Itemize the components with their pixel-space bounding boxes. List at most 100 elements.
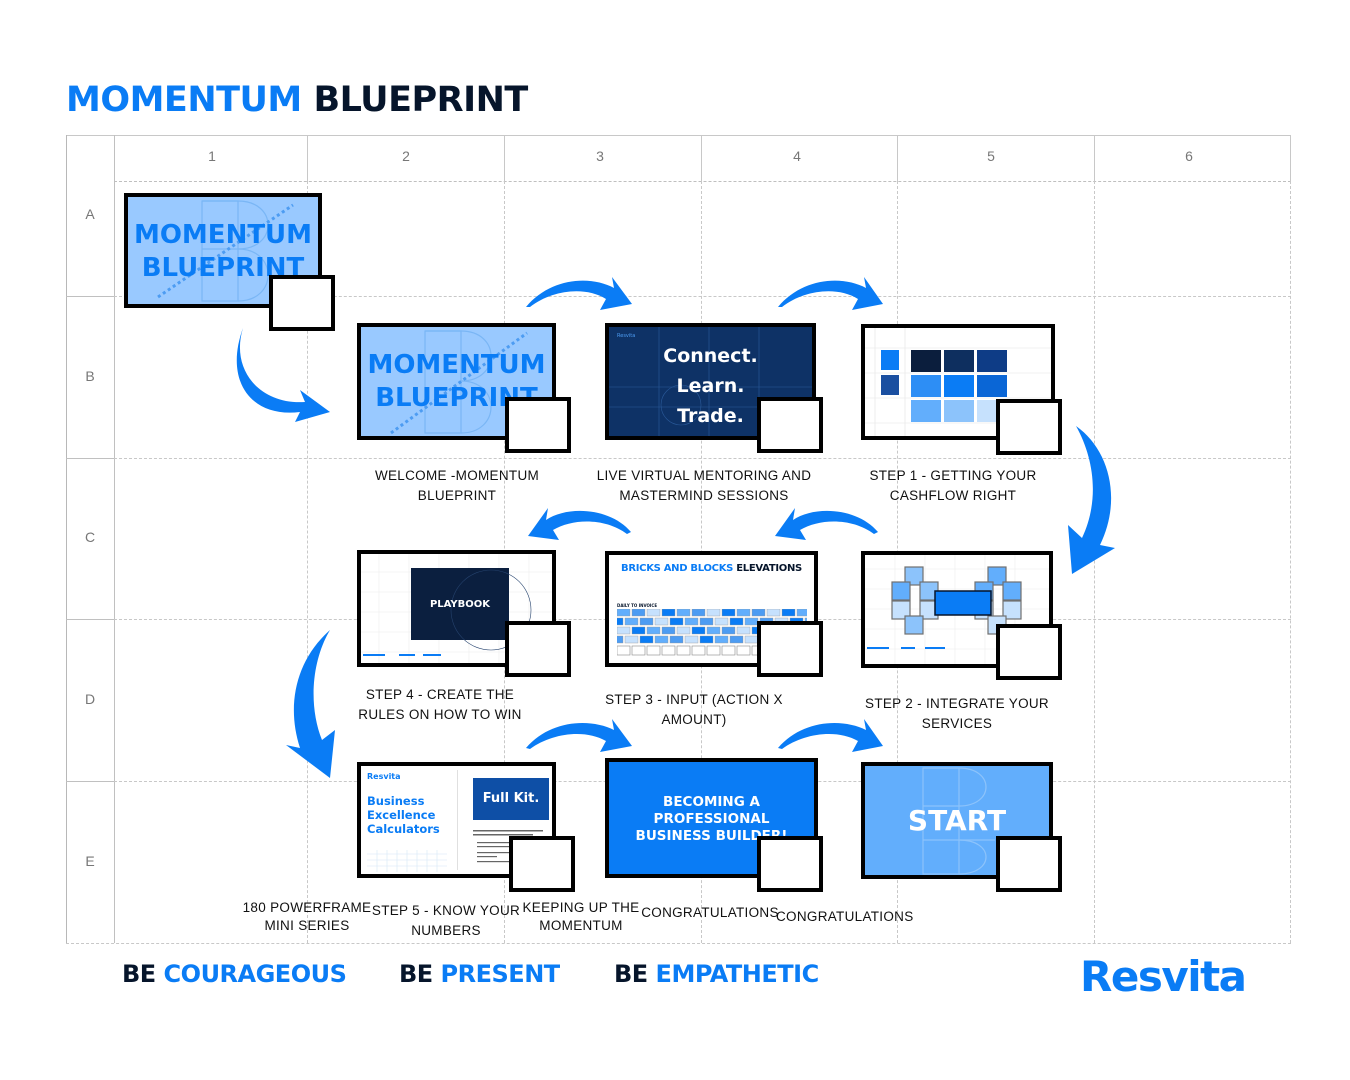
brick [631, 626, 646, 635]
empty-brick [646, 645, 661, 656]
services-diagram [865, 555, 1049, 664]
value-word: PRESENT [440, 960, 561, 988]
checkbox[interactable] [505, 621, 571, 677]
brick [631, 609, 646, 617]
arrow-icon [1068, 426, 1115, 574]
checkbox[interactable] [757, 621, 823, 677]
brand-mark: Resvita [617, 333, 636, 339]
checkbox[interactable] [269, 275, 335, 331]
brick [691, 609, 706, 617]
row-gridline [114, 458, 1291, 459]
empty-brick [661, 645, 676, 656]
arrow-icon [775, 508, 878, 540]
title-blueprint: BLUEPRINT [313, 80, 528, 120]
card-step4[interactable]: PLAYBOOK [357, 550, 556, 667]
calc-line2: Excellence [367, 808, 436, 822]
checkbox[interactable] [509, 836, 575, 892]
row-divider [66, 619, 114, 620]
row-label: E [85, 853, 95, 869]
brick [639, 617, 654, 626]
brick [617, 609, 631, 617]
mini-grid [367, 850, 447, 872]
brick [781, 609, 796, 617]
empty-brick [676, 645, 691, 656]
value-prefix: BE [122, 960, 156, 988]
brick [639, 635, 654, 644]
col-gridline [307, 181, 308, 943]
column-label: 6 [1185, 148, 1193, 164]
row-label: C [84, 529, 96, 545]
card-momentum-blueprint-cover[interactable]: MOMENTUM BLUEPRINT [124, 193, 322, 308]
column-label: 5 [987, 148, 995, 164]
page-title: MOMENTUM BLUEPRINT [66, 78, 528, 122]
brick [796, 609, 807, 617]
row-label: B [85, 368, 95, 384]
start-label: START [907, 804, 1007, 837]
resvita-logo: Resvita [1080, 952, 1247, 1001]
col-divider [897, 135, 898, 181]
brick [729, 635, 744, 644]
calc-line3: Calculators [367, 822, 440, 836]
checkbox[interactable] [996, 836, 1062, 892]
brick [661, 626, 676, 635]
grid-top-border [66, 135, 1291, 136]
checkbox[interactable] [757, 836, 823, 892]
brick [617, 626, 631, 635]
value-empathetic: BE EMPATHETIC [614, 960, 819, 988]
checkbox[interactable] [505, 397, 571, 453]
brick [699, 617, 714, 626]
empty-brick [721, 645, 736, 656]
brick [736, 626, 751, 635]
brick [617, 635, 624, 644]
arrow-icon [528, 508, 631, 540]
value-courageous: BE COURAGEOUS [122, 960, 347, 988]
row-divider [66, 458, 114, 459]
blueprint-r-icon [157, 200, 294, 302]
body-text-lines [473, 830, 543, 863]
column-label: 2 [402, 148, 410, 164]
checkbox[interactable] [996, 624, 1062, 680]
brand-mark: Resvita [367, 772, 401, 781]
brick [721, 626, 736, 635]
row-gridline [114, 296, 1291, 297]
empty-brick [617, 645, 631, 656]
column-label: 4 [793, 148, 801, 164]
caption-congratulations-1: CONGRATULATIONS [641, 905, 779, 920]
brick [669, 635, 684, 644]
value-word: COURAGEOUS [163, 960, 347, 988]
column-label: 3 [596, 148, 604, 164]
builder-line1: BECOMING A [663, 794, 760, 810]
value-prefix: BE [614, 960, 648, 988]
full-kit-badge: Full Kit. [473, 778, 549, 820]
checkbox[interactable] [757, 397, 823, 453]
brick [714, 617, 729, 626]
col-divider [504, 135, 505, 181]
column-label: 1 [208, 148, 216, 164]
empty-brick [691, 645, 706, 656]
playbook-label: PLAYBOOK [429, 599, 491, 610]
col-divider [701, 135, 702, 181]
brick [624, 617, 639, 626]
brick [624, 635, 639, 644]
checkbox[interactable] [996, 399, 1062, 455]
row-label: D [84, 691, 96, 707]
brick [646, 609, 661, 617]
builder-line2: PROFESSIONAL [653, 811, 770, 827]
caption-momentum: KEEPING UP THE MOMENTUM [522, 900, 640, 933]
caption-step2: STEP 2 - INTEGRATE YOUR SERVICES [865, 696, 1049, 731]
arrow-icon [526, 277, 632, 310]
brick [676, 626, 691, 635]
builder-line3: BUSINESS BUILDER! [635, 828, 788, 844]
brick [714, 635, 729, 644]
brick [684, 617, 699, 626]
caption-step1: STEP 1 - GETTING YOUR CASHFLOW RIGHT [869, 468, 1037, 503]
brick [661, 609, 676, 617]
mentoring-line3: Trade. [677, 405, 744, 427]
bricks-title-blue: BRICKS AND BLOCKS [621, 563, 734, 574]
arrow-icon [778, 277, 883, 310]
row-divider [66, 781, 114, 782]
empty-brick [631, 645, 646, 656]
brick [751, 609, 766, 617]
empty-brick [736, 645, 751, 656]
value-prefix: BE [399, 960, 433, 988]
